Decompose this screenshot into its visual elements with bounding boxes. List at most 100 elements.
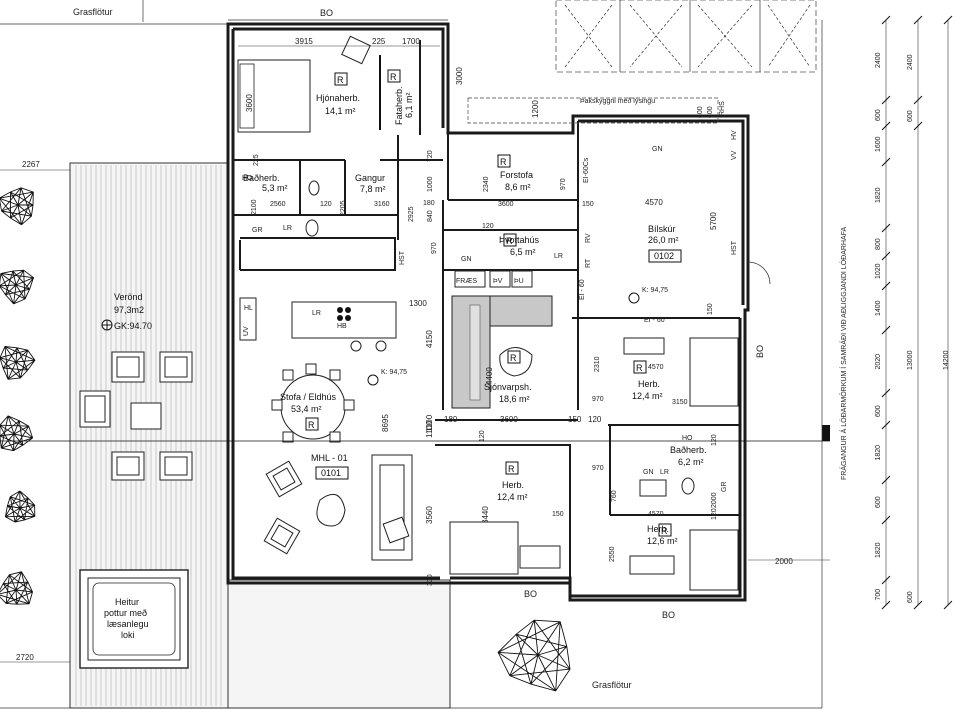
bed1-badge-box [505,461,519,475]
fixture-lr-bath1: LR [283,225,292,232]
rail-dim-left: 1820 [875,542,882,558]
tree-icon [497,619,571,692]
dim-garage-5700: 5700 [709,212,718,230]
dim-bath-2205: 2205 [340,200,347,216]
toilet-icon-2 [305,219,319,237]
bed3-badge: R [661,526,668,536]
neighbour-parking [555,0,817,73]
wardrobe-name: Fataherb. [394,86,404,125]
dim-bath-225: 225 [253,154,260,166]
rail-dim-far-600: 600 [907,110,914,122]
dim-1700: 1700 [402,37,420,46]
dim-2267: 2267 [22,160,40,169]
dim-bath2-970: 970 [592,465,604,472]
garage-level-icon [628,292,640,304]
dim-hall-2925: 2925 [408,206,415,222]
grass-label-top: Grasflötur [73,7,113,17]
bed2-furniture [623,337,739,407]
bo-bottom-right: BO [662,610,675,620]
trees [0,187,571,692]
fixture-rhs: RHS [719,101,726,116]
sink-box [639,479,667,497]
level-cross [102,320,112,330]
bed2-name: Herb. [638,379,660,389]
garage-code-box [648,249,682,263]
dim-garage-600b: 600 [707,106,714,118]
dim-laundry-970: 970 [431,242,438,254]
tree-icon [0,571,33,605]
dim-bed1-150: 150 [552,511,564,518]
kitchen-lr: LR [312,310,321,317]
bath2-lr: LR [660,469,669,476]
bath2-name: Baðherb. [670,445,707,455]
rail-dim-left: 1820 [875,445,882,461]
laundry-lr: LR [554,253,563,260]
tv-area: 18,6 m² [499,394,530,404]
interior-walls [233,40,740,580]
dim-garage-600a: 600 [697,106,704,118]
dim-bed2-3150: 3150 [672,399,688,406]
garage-area: 26,0 m² [648,235,679,245]
hall-area: 7,8 m² [360,184,386,194]
master-bed [237,35,371,133]
fixture-hst-1: HST [399,250,406,265]
laundry-badge-box [503,233,517,247]
dim-hall-3160: 3160 [374,201,390,208]
toilet-icon-3 [681,477,695,495]
bed1-area: 12,4 m² [497,492,528,502]
dim-bed1-3560: 3560 [425,506,434,524]
laundry-area: 6,5 m² [510,247,536,257]
tree-icon [0,346,36,380]
fixture-gr-1: GR [252,227,263,234]
dim-225-top: 225 [372,37,386,46]
dim-garage-150: 150 [707,303,714,315]
dim-tv-150: 150 [568,415,582,424]
mhl-code-box [315,466,349,480]
dim-entry-150: 150 [582,201,594,208]
rail-dim-left: 600 [875,405,882,417]
fixture-fraes: FRÆS [456,278,477,285]
exterior-walls [226,22,750,602]
bed2-area: 12,4 m² [632,391,663,401]
dryer-box [454,270,486,288]
living-name: Stofa / Eldhús [280,392,337,402]
entry-area: 8,6 m² [505,182,531,192]
rail-dim-far-600b: 600 [907,591,914,603]
washer-box [489,270,511,288]
mhl-label: MHL - 01 [311,453,348,463]
bath1-area: 5,3 m² [262,183,288,193]
dim-bed1-3440: 3440 [481,506,490,524]
rail-dim-left: 1820 [875,187,882,203]
terrace-level: GK:94.70 [114,321,152,331]
laundry-badge: R [506,236,513,246]
dim-bed3-4570: 4570 [648,511,664,518]
bath2-gn: GN [643,469,654,476]
entry-badge: R [500,157,507,167]
bed3-area: 12,6 m² [647,536,678,546]
bed3-badge-box [658,523,672,537]
dining-table [271,363,355,443]
hottub-line4: loki [121,630,135,640]
bed3-furniture [629,529,739,591]
bath1-name: Baðherb. [243,173,280,183]
hall-name: Gangur [355,173,385,183]
canopy-outline [467,97,719,124]
dim-master-3600: 3600 [245,94,254,112]
bed1-name: Herb. [502,480,524,490]
dim-tv-4400: 4400 [485,367,494,385]
entry-name: Forstofa [500,170,533,180]
rail-dim-left: 600 [875,109,882,121]
master-area: 14,1 m² [325,106,356,116]
tree-icon [0,415,34,452]
entry-badge-box [497,154,511,168]
toilet-icon [308,180,320,196]
hot-tub [79,569,189,669]
dim-bed2-970: 970 [592,396,604,403]
master-badge: R [337,75,344,85]
garage-name: Bílskúr [648,224,676,234]
bo-top-label: BO [320,8,333,18]
dim-bath2-760: 760 [611,490,618,502]
rail-note: FRÁGANGUR Á LÓÐARMÖRKUM Í SAMRÁÐI VIÐ AÐ… [839,226,848,480]
section-marker [822,425,830,441]
dim-garage-4570: 4570 [645,198,663,207]
